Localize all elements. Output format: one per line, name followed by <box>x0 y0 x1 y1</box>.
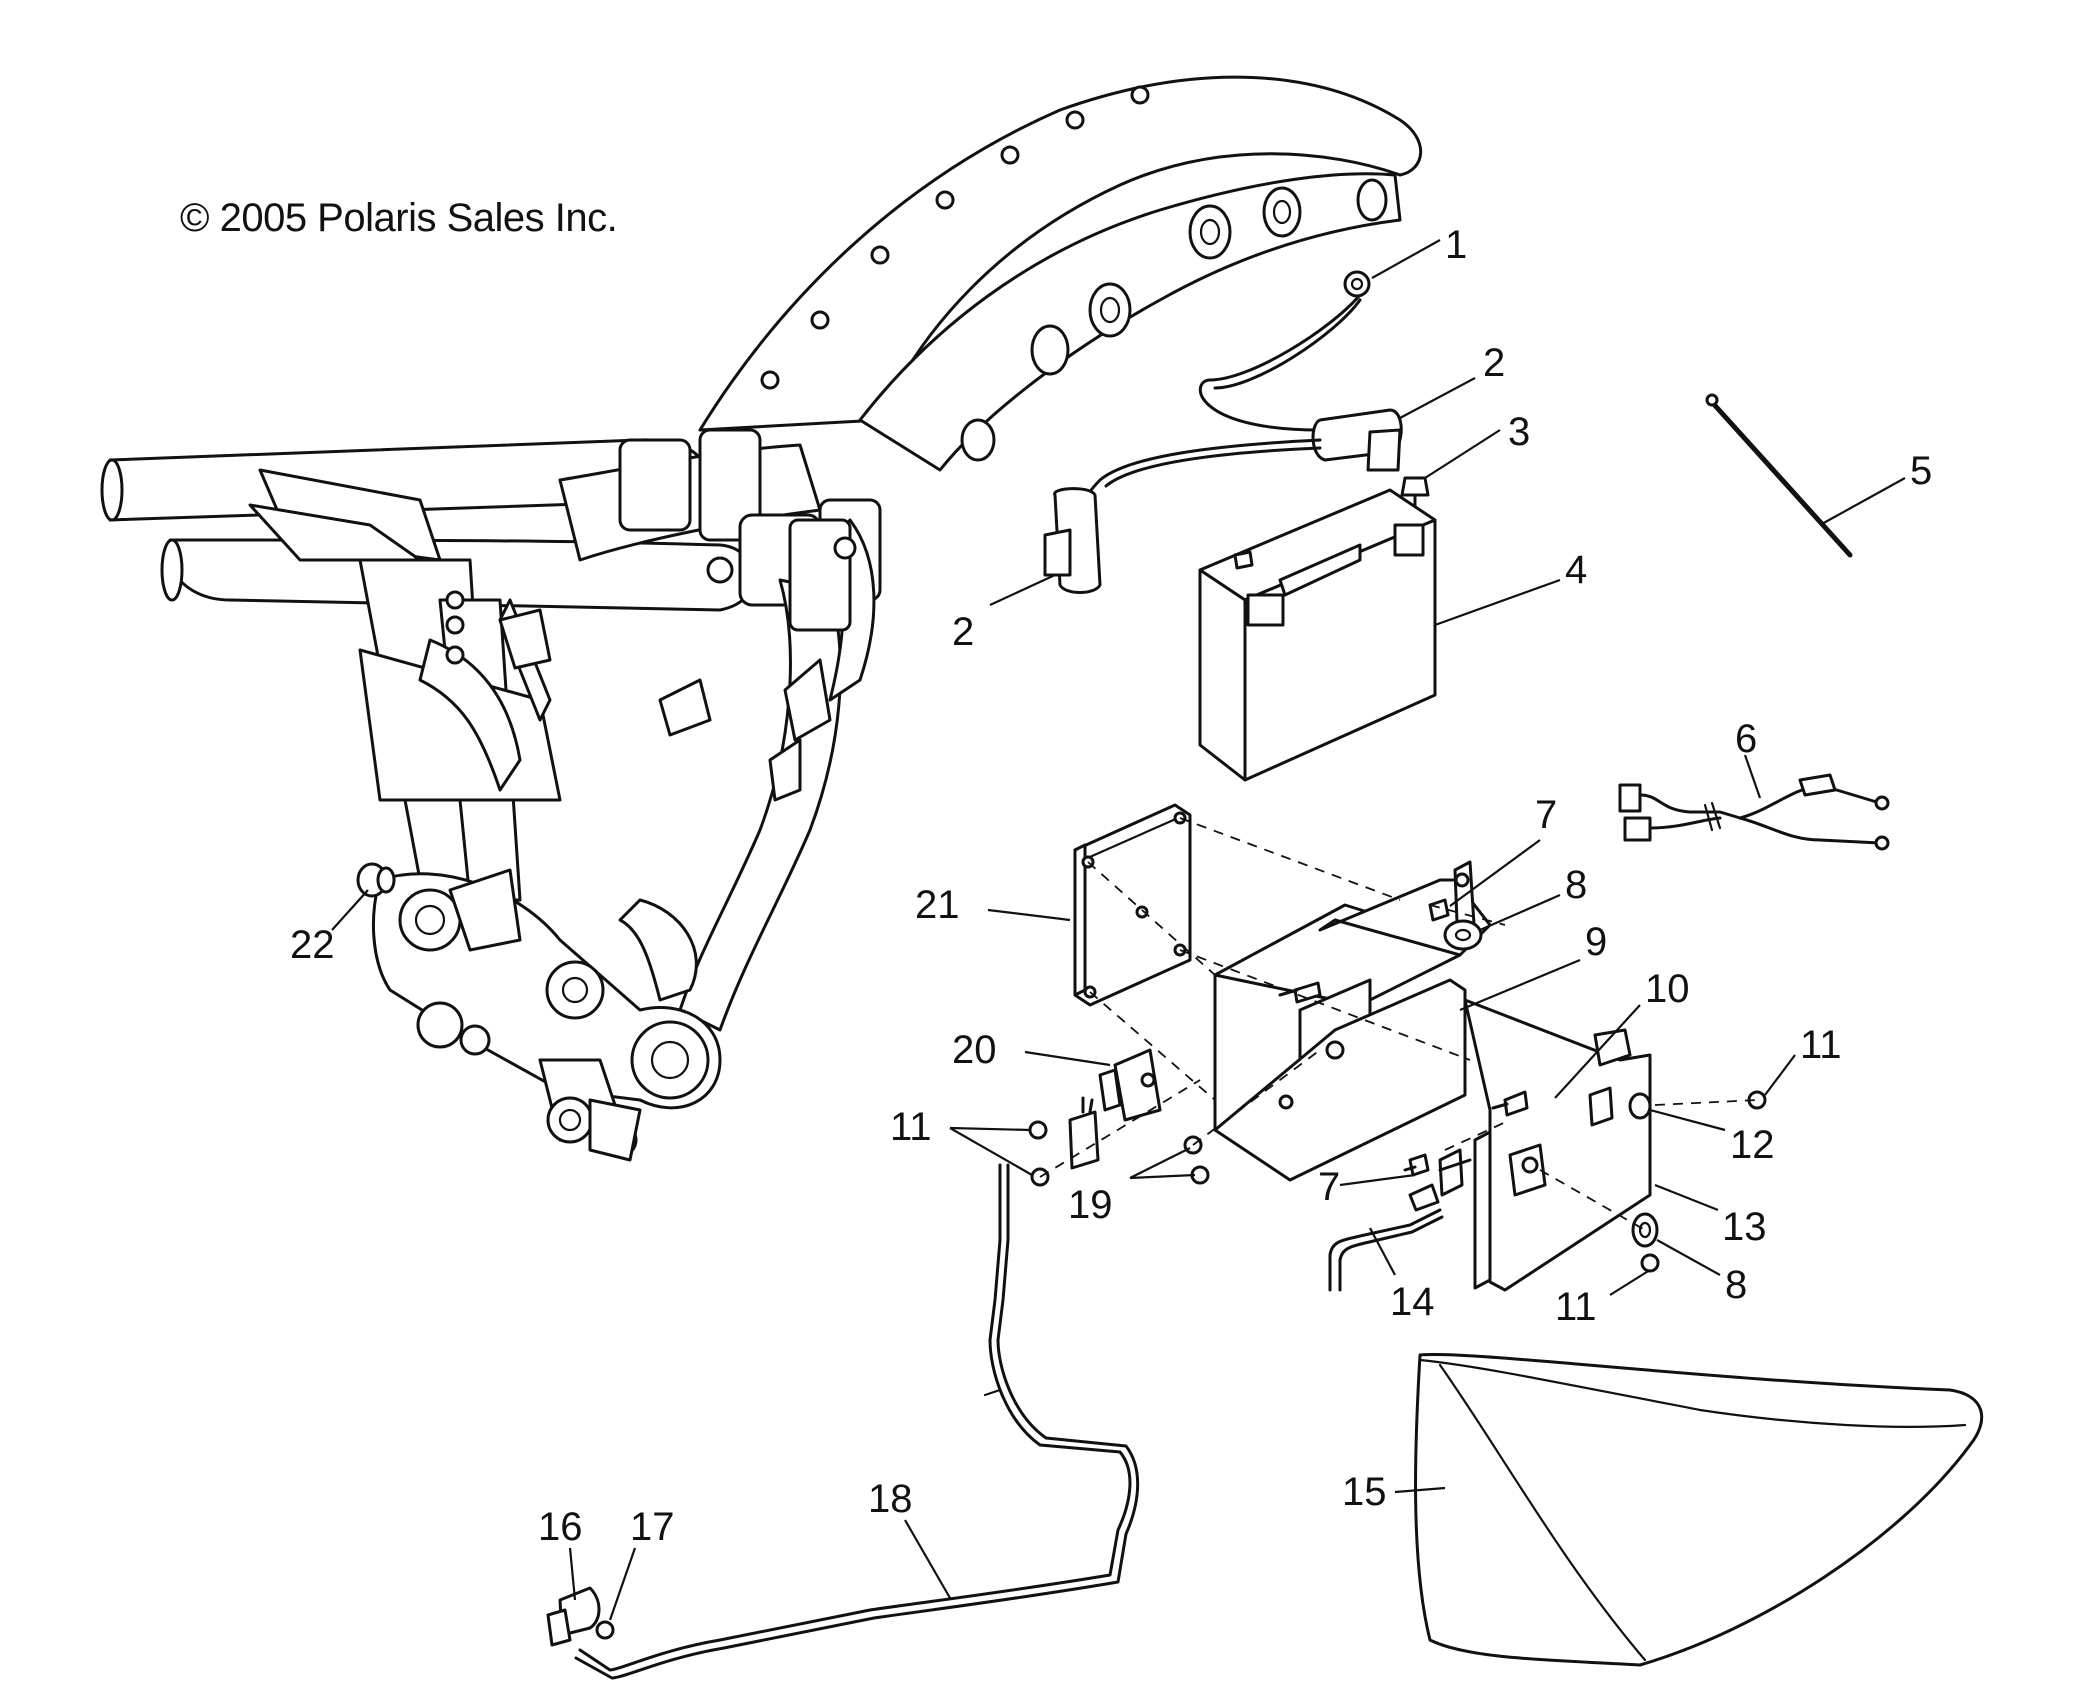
callout-2-lower: 2 <box>952 610 974 654</box>
copyright-notice: © 2005 Polaris Sales Inc. <box>180 196 618 240</box>
battery-box-13 <box>1213 860 1652 1292</box>
callout-5: 5 <box>1910 449 1932 493</box>
solenoid-20 <box>1068 1048 1162 1170</box>
callout-21: 21 <box>915 883 960 927</box>
callout-11-lower: 11 <box>1555 1285 1597 1329</box>
callout-16: 16 <box>538 1505 583 1549</box>
callout-8-lower: 8 <box>1725 1263 1747 1307</box>
battery-4 <box>1198 488 1437 782</box>
callout-10: 10 <box>1645 967 1690 1011</box>
battery-cable-assembly <box>1043 270 1403 594</box>
callout-13: 13 <box>1722 1205 1767 1249</box>
cable-tie-5 <box>1705 393 1853 558</box>
callout-11-right: 11 <box>1800 1023 1842 1067</box>
callout-8-upper: 8 <box>1565 863 1587 907</box>
callout-22: 22 <box>290 923 335 967</box>
wire-harness-6 <box>1618 773 1890 851</box>
motorcycle-frame <box>100 75 1423 1162</box>
battery-bolt-3 <box>1400 476 1430 508</box>
callout-11-left: 11 <box>890 1105 932 1149</box>
callout-20: 20 <box>952 1028 997 1072</box>
vent-hose-18 <box>546 1163 1140 1680</box>
callout-2-upper: 2 <box>1483 341 1505 385</box>
callout-19: 19 <box>1068 1183 1113 1227</box>
callout-1: 1 <box>1445 223 1467 267</box>
side-cover-15 <box>1414 1352 1984 1667</box>
callout-12: 12 <box>1730 1123 1775 1167</box>
callout-7-lower: 7 <box>1318 1165 1340 1209</box>
callout-9: 9 <box>1585 920 1607 964</box>
callout-15: 15 <box>1342 1470 1387 1514</box>
callout-14: 14 <box>1390 1280 1435 1324</box>
callout-4: 4 <box>1565 548 1587 592</box>
callout-leaders <box>331 239 1906 1621</box>
callout-labels: 1 2 3 2 4 5 6 7 8 9 10 11 12 13 8 11 14 … <box>290 223 1932 1549</box>
plug-part-22 <box>356 862 396 898</box>
hardware <box>1028 898 1767 1292</box>
assembly-lines <box>1039 817 1758 1231</box>
mounting-plate-21 <box>1073 803 1192 1007</box>
callout-18: 18 <box>868 1477 913 1521</box>
callout-6: 6 <box>1735 717 1757 761</box>
callout-7-upper: 7 <box>1535 793 1557 837</box>
callout-3: 3 <box>1508 410 1530 454</box>
frame-holes <box>960 178 1388 462</box>
callout-17: 17 <box>630 1505 675 1549</box>
